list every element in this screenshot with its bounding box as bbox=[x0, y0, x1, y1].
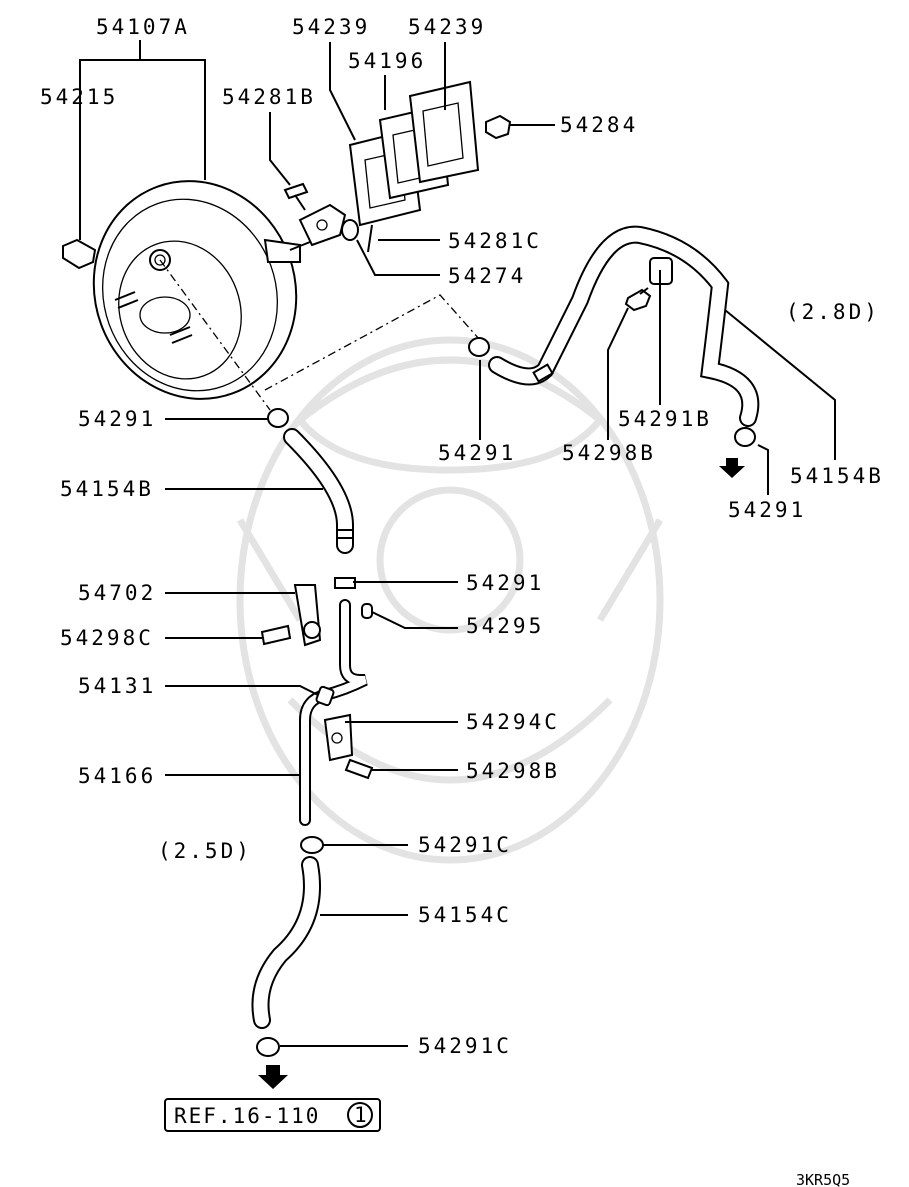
label-54166: 54166 bbox=[78, 764, 156, 788]
label-54131: 54131 bbox=[78, 674, 156, 698]
label-54239-b: 54239 bbox=[408, 15, 486, 39]
washer bbox=[341, 219, 359, 241]
label-54298B-right: 54298B bbox=[562, 441, 656, 465]
hose-54154C bbox=[251, 836, 324, 1057]
label-54274: 54274 bbox=[448, 264, 526, 288]
watermark-logo bbox=[236, 336, 664, 864]
pin bbox=[367, 224, 373, 253]
label-54291-right: 54291 bbox=[728, 498, 806, 522]
label-54298C: 54298C bbox=[60, 626, 154, 650]
label-54298B-lower: 54298B bbox=[466, 759, 560, 783]
label-54281B: 54281B bbox=[222, 85, 316, 109]
label-54154B-left: 54154B bbox=[60, 477, 154, 501]
label-54154B-right: 54154B bbox=[790, 464, 884, 488]
leader-lines bbox=[79, 40, 836, 1047]
hose-assembly-2.8d bbox=[468, 225, 760, 447]
gasket-set bbox=[348, 80, 480, 227]
label-54291B: 54291B bbox=[618, 407, 712, 431]
label-variant-2.8d: (2.8D) bbox=[786, 300, 880, 324]
drawing-code: 3KR5Q5 bbox=[796, 1171, 850, 1187]
label-54291C-upper: 54291C bbox=[418, 833, 512, 857]
hose-54154B-left bbox=[267, 408, 354, 554]
label-54154C: 54154C bbox=[418, 903, 512, 927]
down-arrow-icon bbox=[719, 458, 745, 478]
label-54702: 54702 bbox=[78, 581, 156, 605]
ref-circle bbox=[347, 1102, 373, 1128]
reference-line bbox=[264, 294, 481, 391]
label-54291C-lower: 54291C bbox=[418, 1034, 512, 1058]
label-54295: 54295 bbox=[466, 614, 544, 638]
label-54281C: 54281C bbox=[448, 229, 542, 253]
reference-line-2 bbox=[159, 259, 271, 411]
label-54291-left: 54291 bbox=[78, 407, 156, 431]
label-54291-mid: 54291 bbox=[438, 441, 516, 465]
label-54107A: 54107A bbox=[96, 15, 190, 39]
nut bbox=[485, 114, 512, 140]
down-arrow-icon bbox=[258, 1065, 288, 1089]
label-54215: 54215 bbox=[40, 85, 118, 109]
ref-circle-number: 1 bbox=[354, 1103, 367, 1127]
ref-text: REF.16-110 bbox=[174, 1104, 320, 1128]
clevis bbox=[283, 182, 347, 247]
label-54284: 54284 bbox=[560, 113, 638, 137]
reference-box[interactable]: REF.16-110 1 bbox=[164, 1098, 381, 1132]
label-54239-a: 54239 bbox=[292, 15, 370, 39]
label-variant-2.5d: (2.5D) bbox=[158, 839, 252, 863]
label-54294C: 54294C bbox=[466, 710, 560, 734]
pipe-assembly bbox=[260, 577, 374, 826]
label-54291-hose: 54291 bbox=[466, 571, 544, 595]
label-54196: 54196 bbox=[348, 49, 426, 73]
